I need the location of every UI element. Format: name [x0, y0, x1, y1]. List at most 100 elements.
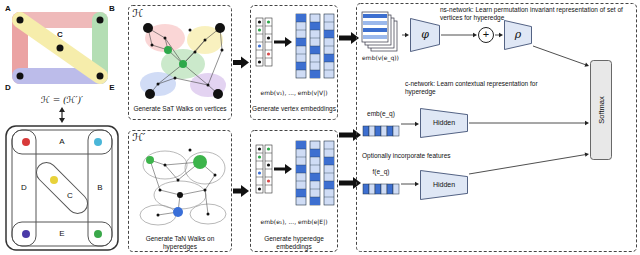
- tan-walk-graph: [164, 164, 167, 167]
- dashed-border: [251, 131, 338, 252]
- flow-arrow: [401, 182, 419, 186]
- hyperedge-band: [20, 20, 100, 76]
- arrow-head: [415, 182, 419, 186]
- tan-walk-graph: [193, 155, 207, 169]
- dashed-border: [129, 6, 232, 120]
- matrix-row: [363, 35, 387, 39]
- vertex-dot: [57, 45, 64, 52]
- vertex-embedding-illustration: [256, 14, 334, 78]
- tan-walk-graph: [157, 149, 217, 217]
- flow-arrow: [469, 121, 589, 125]
- arrow-head: [499, 33, 503, 37]
- hidden-layer: Hidden: [420, 170, 468, 200]
- node-text: Hidden: [433, 119, 455, 127]
- arrow-head: [241, 57, 249, 69]
- dual-hypergraph: [32, 158, 91, 217]
- sat-walk-graph: [140, 23, 226, 99]
- arrow-shaft: [441, 35, 474, 36]
- flow-arrow: [339, 177, 361, 189]
- tan-walk-graph: [150, 160, 215, 215]
- node-text: ℋ′: [132, 131, 145, 144]
- matrix-row: [363, 14, 387, 18]
- tan-walk-graph: [189, 149, 192, 152]
- vector-cell: [369, 126, 375, 136]
- tan-walk-graph: [214, 174, 217, 177]
- flow-arrow: [401, 122, 419, 126]
- sat-walk-graph: [151, 44, 154, 47]
- node-text: Generate SaT Walks on vertices: [130, 105, 230, 113]
- hidden-layer: Hidden: [420, 108, 468, 138]
- arrow-head: [585, 152, 589, 156]
- node-text: Generate hyperedge embeddings: [252, 235, 336, 251]
- sat-walk-graph: [164, 37, 167, 40]
- node-text: c-network: Learn contextual representati…: [405, 80, 570, 96]
- phi-network: φ: [410, 18, 440, 52]
- dual-hypergraph: [22, 230, 30, 238]
- flow-arrow: [469, 152, 589, 174]
- dash-outline: [128, 5, 232, 120]
- walk-panel: ℋ Generate SaT Walks on vertices: [128, 5, 232, 120]
- dual-hypergraph: [12, 130, 112, 154]
- arrow-shaft: [469, 155, 586, 174]
- tan-walk-graph: [159, 189, 162, 192]
- tan-walk-graph: [177, 192, 183, 198]
- sat-walk-graph: [207, 84, 210, 87]
- hyperedge-embedding-illustration: [256, 141, 334, 205]
- flow-arrow: [441, 33, 477, 37]
- tan-walk-graph: [140, 151, 226, 225]
- sat-walk-graph: [148, 28, 222, 94]
- graph-label: A: [59, 138, 64, 147]
- dual-hypergraph: [12, 222, 112, 246]
- tan-walk-graph: [173, 207, 183, 217]
- dash-outline: [250, 5, 338, 120]
- double-arrow: [59, 107, 65, 112]
- node-text: emb(v₁), ..., emb(v|V|): [252, 89, 336, 96]
- double-arrow: [61, 111, 62, 119]
- arrow-head: [241, 185, 249, 197]
- tan-walk-graph: [177, 179, 180, 182]
- dashed-border: [357, 4, 637, 252]
- dash-outline: [250, 130, 338, 252]
- vector-cell: [363, 126, 369, 136]
- vertex-dot: [97, 73, 104, 80]
- arrow-head: [405, 33, 409, 37]
- arrow-shaft: [401, 184, 416, 185]
- node-text: ρ: [515, 28, 521, 41]
- sat-walk-graph: [174, 77, 177, 80]
- arrow-head: [585, 121, 589, 125]
- softmax-box: [591, 61, 612, 160]
- flow-arrow: [233, 57, 249, 69]
- arrow-head: [473, 33, 477, 37]
- graph-label: B: [109, 5, 115, 14]
- arrow-shaft: [533, 46, 586, 65]
- node-text: f(e_q): [373, 168, 390, 176]
- arrow-head: [415, 122, 419, 126]
- vector-cell: [387, 184, 393, 194]
- sat-walk-graph: [204, 39, 207, 42]
- node-text: φ: [421, 28, 429, 41]
- vertex-dot: [17, 17, 104, 80]
- dual-hypergraph: [94, 230, 102, 238]
- node-text: ns-network: Learn permutation invariant …: [440, 6, 632, 22]
- feature-vector: f(e_q): [362, 168, 400, 198]
- arrow-shaft: [339, 133, 354, 138]
- embedding-panel: emb(v₁), ..., emb(v|V|)Generate vertex e…: [250, 5, 338, 120]
- tan-walk-graph: [185, 152, 225, 184]
- flow-arrow: [402, 33, 409, 37]
- arrow-head: [351, 32, 359, 44]
- tan-walk-graph: [140, 149, 226, 226]
- sat-walk-graph: [164, 46, 172, 54]
- node-text: Hidden: [433, 181, 455, 189]
- vector-cell: [393, 184, 399, 194]
- dashed-border: [129, 131, 232, 252]
- dual-hypergraph: [94, 138, 102, 146]
- circle: [479, 28, 494, 43]
- vector-cell: [369, 184, 375, 194]
- node-text: ℋ: [132, 7, 143, 20]
- sat-walk-graph: [145, 89, 155, 99]
- sat-walk-graph: [213, 89, 223, 99]
- graph-label: E: [59, 230, 64, 239]
- tan-walk-graph: [157, 214, 160, 217]
